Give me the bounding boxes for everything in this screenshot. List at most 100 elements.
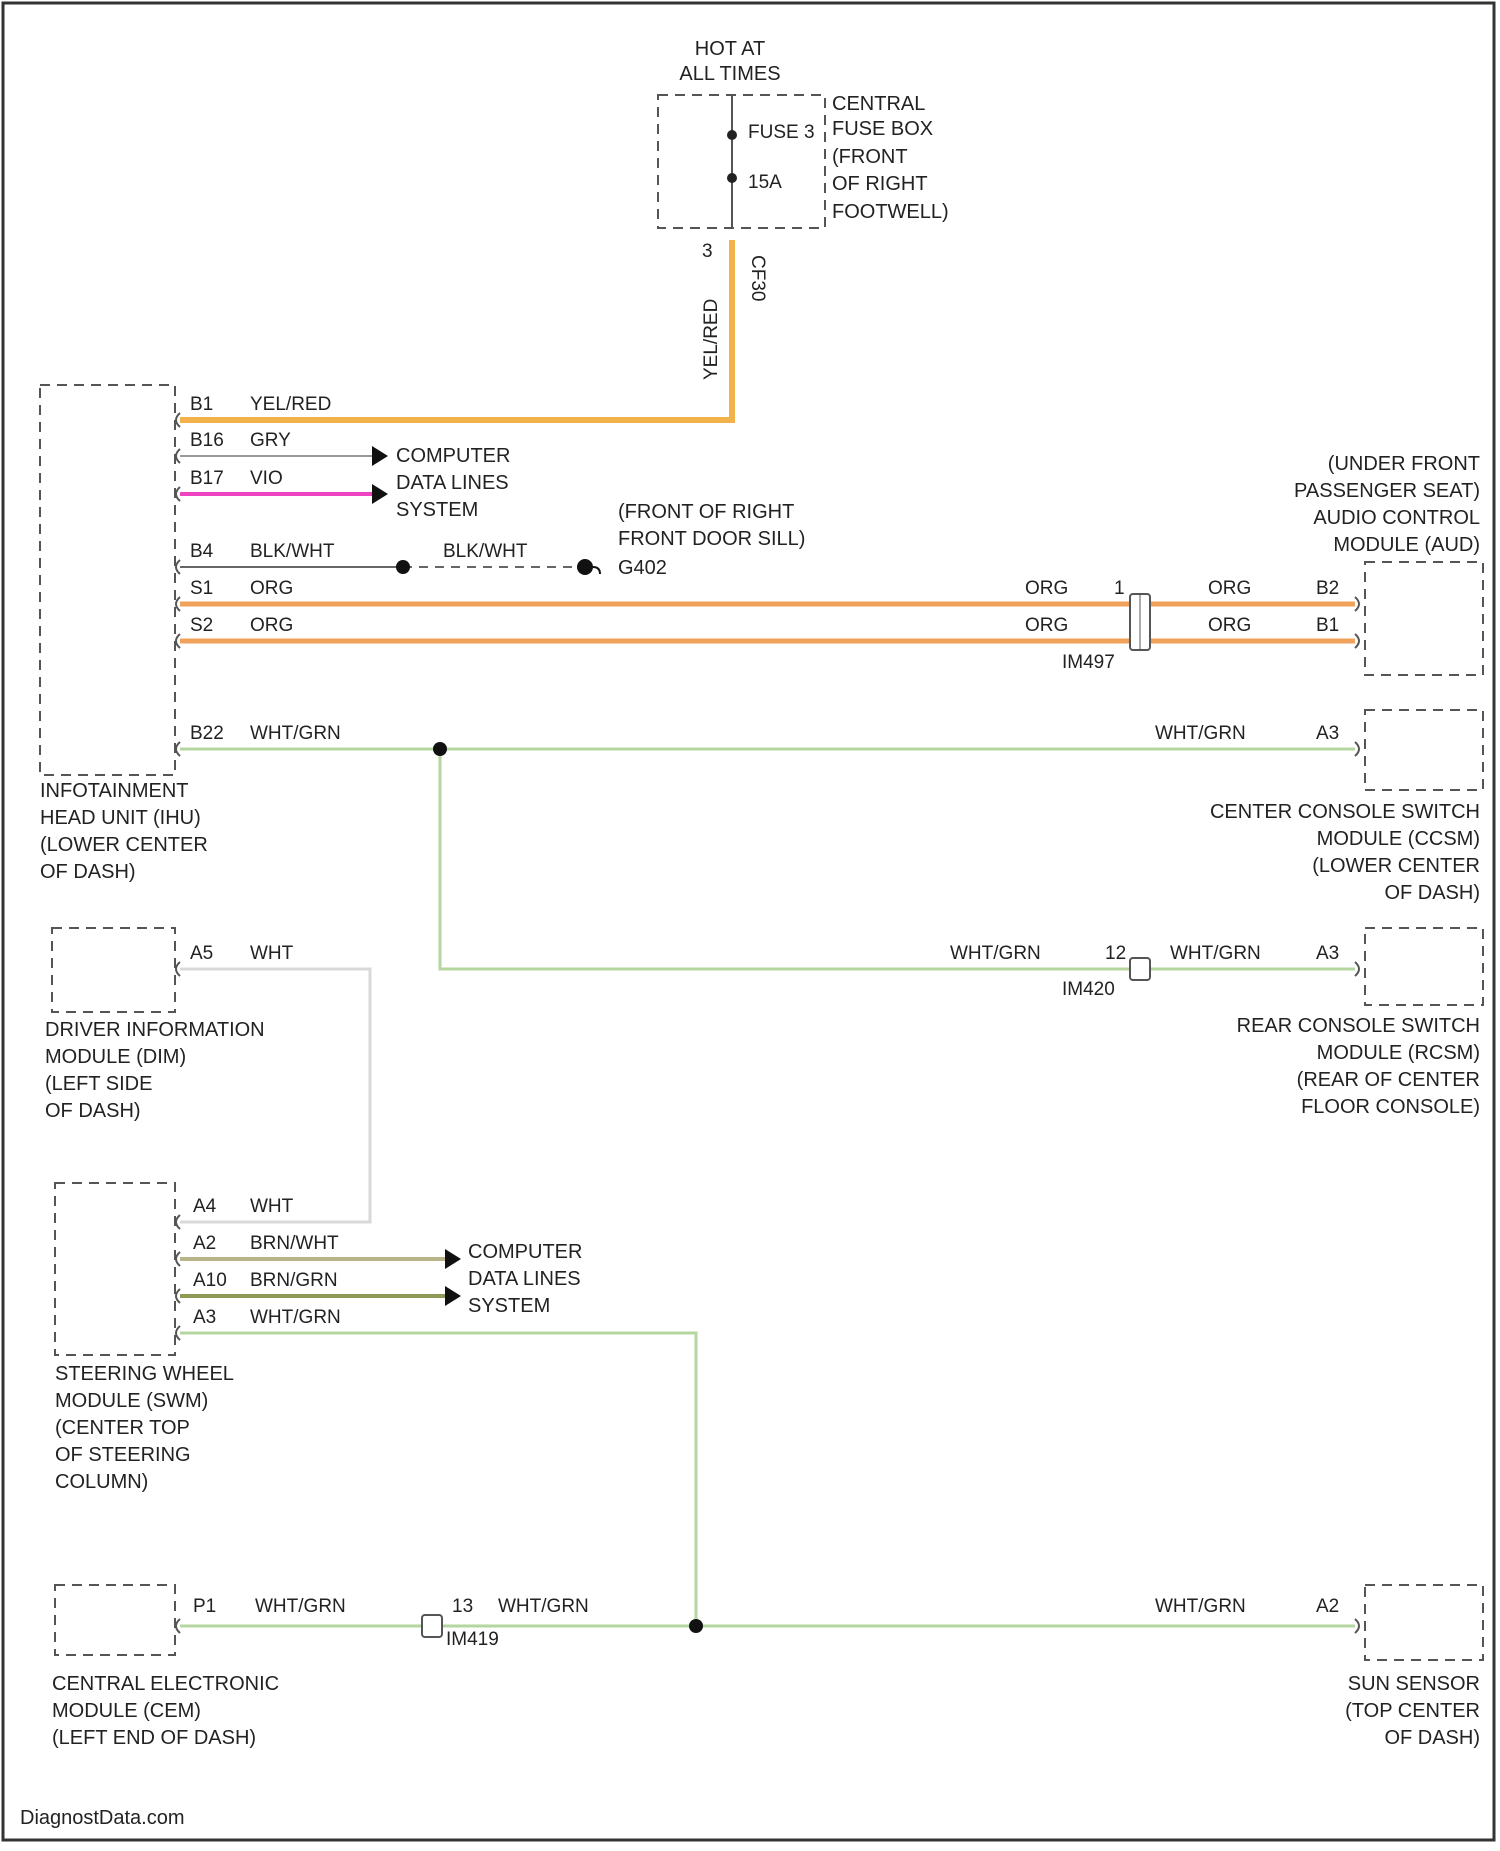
ground-g402-icon [577, 559, 593, 575]
data-lines-label-2: DATA LINES [396, 472, 509, 494]
dim-label-4: OF DASH) [45, 1100, 141, 1122]
audio-connector-pin: 1 [1114, 578, 1125, 599]
ihu-wire: BLK/WHT [250, 541, 335, 562]
acm-label-4: MODULE (AUD) [1333, 534, 1480, 556]
swm-label-3: (CENTER TOP [55, 1417, 190, 1439]
cem-label-2: MODULE (CEM) [52, 1700, 201, 1722]
splice-wht-grn-node [433, 742, 447, 756]
data-lines-label-2-2: DATA LINES [468, 1268, 581, 1290]
sun-label-2: (TOP CENTER [1345, 1700, 1480, 1722]
ccsm-label-2: MODULE (CCSM) [1317, 828, 1480, 850]
fuse-rating: 15A [748, 172, 782, 193]
data-lines-label-3: SYSTEM [396, 499, 478, 521]
swm-label-1: STEERING WHEEL [55, 1363, 234, 1385]
ihu-wire: WHT/GRN [250, 723, 341, 744]
acm-label-2: PASSENGER SEAT) [1294, 480, 1480, 502]
acm-pin-2: B1 [1316, 615, 1339, 636]
ihu-wire: VIO [250, 468, 283, 489]
swm-label-4: OF STEERING [55, 1444, 191, 1466]
acm-pin-1: B2 [1316, 578, 1339, 599]
connector-im419 [422, 1615, 442, 1637]
fuse-box-label-2: FUSE BOX [832, 118, 933, 140]
ihu-wire: GRY [250, 430, 291, 451]
data-lines-label-1: COMPUTER [396, 445, 510, 467]
ground-name: G402 [618, 557, 667, 579]
ground-location-1: (FRONT OF RIGHT [618, 501, 794, 523]
dim-label-2: MODULE (DIM) [45, 1046, 186, 1068]
acm-label-1: (UNDER FRONT [1328, 453, 1480, 475]
connector-im420 [1130, 958, 1150, 980]
swm-pin: A2 [193, 1233, 216, 1254]
fuse-terminal-top [727, 130, 737, 140]
rcsm-connector-pin: 12 [1105, 943, 1126, 964]
data-lines-label-2-3: SYSTEM [468, 1295, 550, 1317]
ihu-label-2: HEAD UNIT (IHU) [40, 807, 201, 829]
ccsm-wire: WHT/GRN [1155, 723, 1246, 744]
ihu-pin: B4 [190, 541, 214, 562]
ihu-pin: S1 [190, 578, 213, 599]
ccsm-label-4: OF DASH) [1384, 882, 1480, 904]
cem-connector-name: IM419 [446, 1629, 499, 1650]
swm-label-5: COLUMN) [55, 1471, 148, 1493]
cem-label-3: (LEFT END OF DASH) [52, 1727, 256, 1749]
audio-left-wire-2: ORG [1025, 615, 1068, 636]
ihu-label-3: (LOWER CENTER [40, 834, 208, 856]
swm-wire: WHT/GRN [250, 1307, 341, 1328]
ihu-label-4: OF DASH) [40, 861, 136, 883]
swm-wire: WHT [250, 1196, 294, 1217]
splice-ground-node [396, 560, 410, 574]
watermark: DiagnostData.com [20, 1807, 185, 1829]
cem-connector-pin: 13 [452, 1596, 473, 1617]
fuse-terminal-bottom [727, 173, 737, 183]
fuse-box-label-3: (FRONT [832, 146, 908, 168]
acm-label-3: AUDIO CONTROL [1313, 507, 1480, 529]
cem-label-1: CENTRAL ELECTRONIC [52, 1673, 279, 1695]
data-lines-label-2-1: COMPUTER [468, 1241, 582, 1263]
ihu-pin: B16 [190, 430, 224, 451]
audio-connector-name: IM497 [1062, 652, 1115, 673]
cem-right-wire: WHT/GRN [498, 1596, 589, 1617]
swm-wire: BRN/WHT [250, 1233, 339, 1254]
swm-pin: A3 [193, 1307, 216, 1328]
sun-label-1: SUN SENSOR [1348, 1673, 1480, 1695]
sun-wire: WHT/GRN [1155, 1596, 1246, 1617]
ihu-pin: S2 [190, 615, 213, 636]
dim-label-3: (LEFT SIDE [45, 1073, 152, 1095]
rcsm-connector-name: IM420 [1062, 979, 1115, 1000]
cem-left-wire: WHT/GRN [255, 1596, 346, 1617]
splice-sun-node [689, 1619, 703, 1633]
rcsm-left-wire: WHT/GRN [950, 943, 1041, 964]
fuse-pin-number: 3 [702, 241, 713, 262]
ccsm-pin: A3 [1316, 723, 1339, 744]
riser-wire-label: YEL/RED [701, 299, 722, 380]
fuse-box-label-1: CENTRAL [832, 93, 925, 115]
ground-location-2: FRONT DOOR SILL) [618, 528, 805, 550]
rcsm-pin: A3 [1316, 943, 1339, 964]
swm-label-2: MODULE (SWM) [55, 1390, 208, 1412]
ihu-pin: B1 [190, 394, 213, 415]
hot-at-all-times-line1: HOT AT [695, 38, 765, 60]
dim-wire: WHT [250, 943, 294, 964]
audio-left-wire-1: ORG [1025, 578, 1068, 599]
swm-wire: BRN/GRN [250, 1270, 338, 1291]
sun-label-3: OF DASH) [1384, 1727, 1480, 1749]
rcsm-label-1: REAR CONSOLE SWITCH [1237, 1015, 1480, 1037]
rcsm-label-3: (REAR OF CENTER [1297, 1069, 1480, 1091]
ihu-label-1: INFOTAINMENT [40, 780, 189, 802]
dim-pin: A5 [190, 943, 213, 964]
rcsm-label-2: MODULE (RCSM) [1317, 1042, 1480, 1064]
audio-right-wire-2: ORG [1208, 615, 1251, 636]
dim-label-1: DRIVER INFORMATION [45, 1019, 265, 1041]
ihu-wire: ORG [250, 578, 293, 599]
sun-pin: A2 [1316, 1596, 1339, 1617]
cem-pin: P1 [193, 1596, 216, 1617]
rcsm-right-wire: WHT/GRN [1170, 943, 1261, 964]
ihu-pin: B17 [190, 468, 224, 489]
ccsm-label-1: CENTER CONSOLE SWITCH [1210, 801, 1480, 823]
hot-at-all-times-line2: ALL TIMES [679, 63, 780, 85]
audio-right-wire-1: ORG [1208, 578, 1251, 599]
ihu-wire: YEL/RED [250, 394, 331, 415]
connector-im497 [1130, 594, 1150, 650]
